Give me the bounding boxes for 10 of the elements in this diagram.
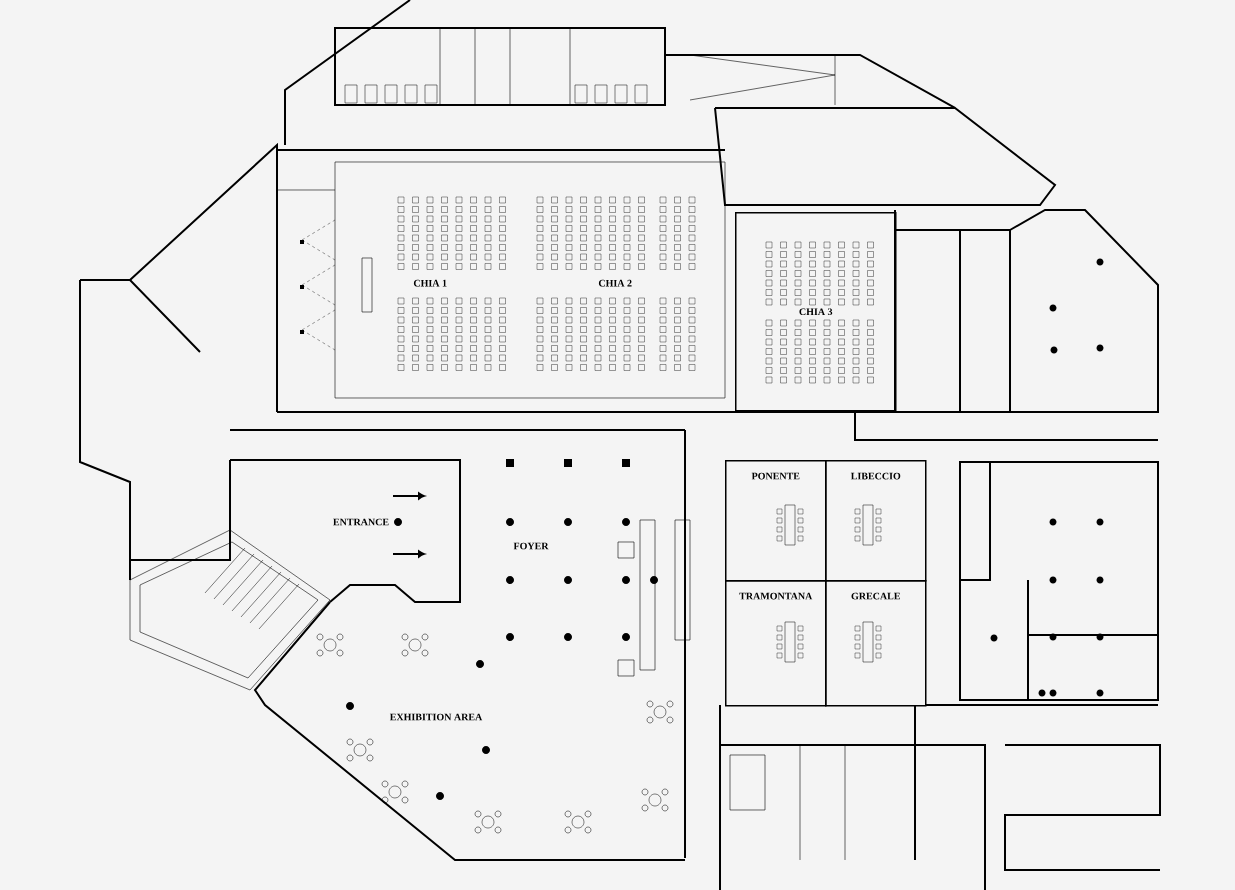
room-label: CHIA 2 [598, 279, 632, 287]
meeting-room: LIBECCIO [825, 460, 927, 582]
room-label: CHIA 1 [413, 279, 447, 287]
area-label: FOYER [513, 542, 549, 550]
area-label: EXHIBITION AREA [389, 713, 483, 721]
meeting-room: TRAMONTANA [725, 580, 827, 707]
meeting-room: CHIA 3 [735, 212, 897, 412]
meeting-room: GRECALE [825, 580, 927, 707]
meeting-room: PONENTE [725, 460, 827, 582]
area-label: ENTRANCE [333, 518, 389, 526]
